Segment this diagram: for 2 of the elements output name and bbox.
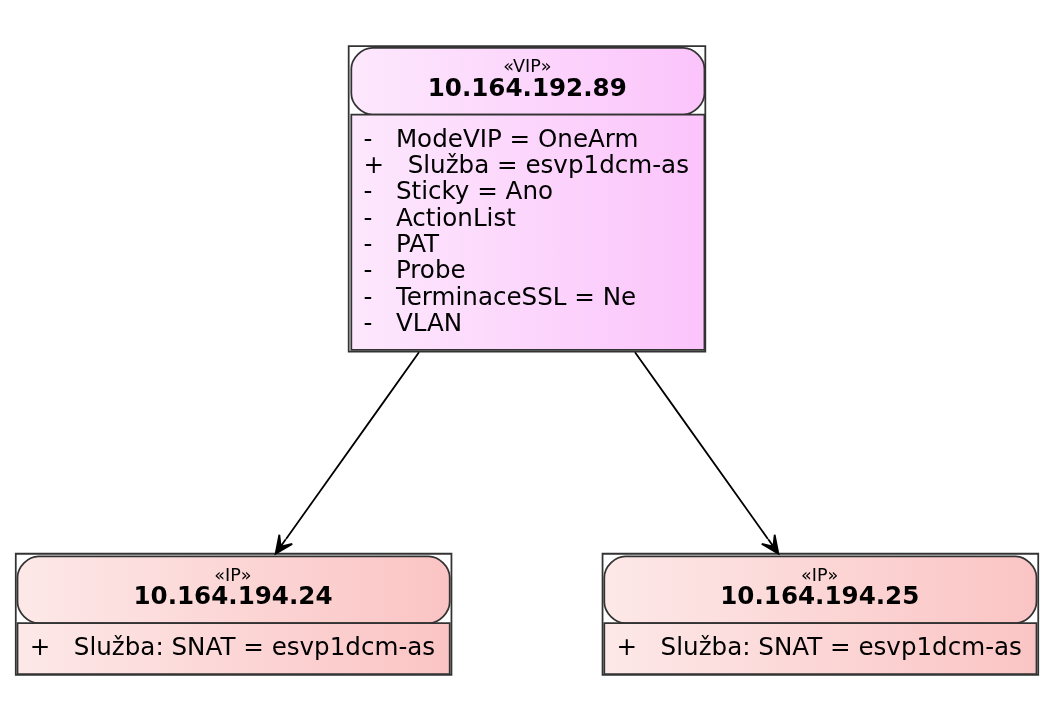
- arrow: [274, 350, 420, 555]
- arrow: [634, 350, 780, 555]
